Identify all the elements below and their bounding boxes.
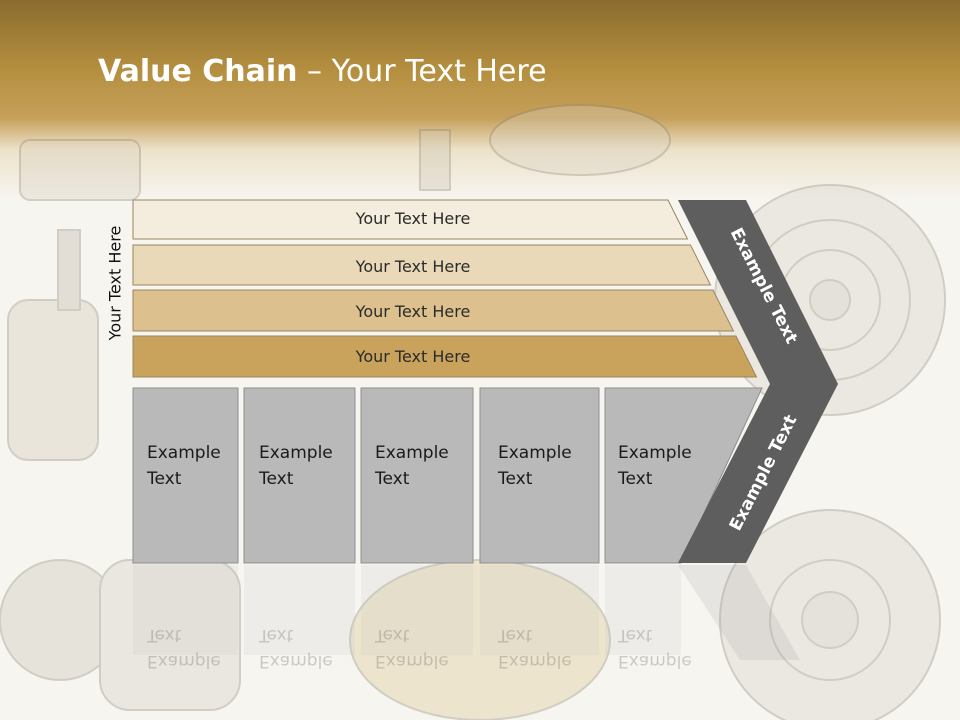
column-5-line2: Text bbox=[618, 469, 653, 489]
column-1-line1: Example bbox=[147, 443, 221, 463]
column-box-3 bbox=[360, 387, 474, 564]
column-3-reflection-line1: Example bbox=[375, 651, 449, 671]
title-rest: – Your Text Here bbox=[297, 54, 547, 89]
column-3-reflection: Example Text bbox=[375, 622, 475, 674]
row-label-4: Your Text Here bbox=[355, 347, 471, 366]
column-4-reflection: Example Text bbox=[498, 622, 598, 674]
title-bold: Value Chain bbox=[98, 54, 298, 89]
column-3-line2: Text bbox=[375, 469, 410, 489]
column-1-line2: Text bbox=[147, 469, 182, 489]
column-4-line1: Example bbox=[498, 443, 572, 463]
column-1-reflection-line2: Text bbox=[147, 625, 182, 645]
row-label-2: Your Text Here bbox=[355, 257, 471, 276]
column-2-reflection-line2: Text bbox=[259, 625, 294, 645]
column-3-reflection-line2: Text bbox=[375, 625, 410, 645]
column-box-4 bbox=[479, 387, 600, 564]
column-3-line1: Example bbox=[375, 443, 449, 463]
column-5-reflection-line2: Text bbox=[618, 625, 653, 645]
column-box-reflection-1 bbox=[133, 565, 238, 655]
column-box-reflection-3 bbox=[361, 565, 473, 655]
header-band bbox=[0, 0, 960, 200]
column-5-reflection-line1: Example bbox=[618, 651, 692, 671]
column-1-reflection-line1: Example bbox=[147, 651, 221, 671]
row-bar-3 bbox=[132, 289, 735, 332]
column-box-reflection-4 bbox=[480, 565, 599, 655]
column-2-reflection-line1: Example bbox=[259, 651, 333, 671]
row-bar-4 bbox=[132, 335, 758, 378]
column-5-line1: Example bbox=[618, 443, 692, 463]
column-2-line1: Example bbox=[259, 443, 333, 463]
page-title: Value Chain – Your Text Here bbox=[98, 54, 547, 89]
column-2-reflection: Example Text bbox=[259, 622, 359, 674]
chevron-upper-segment bbox=[678, 200, 838, 384]
row-label-3: Your Text Here bbox=[355, 302, 471, 321]
column-1-reflection: Example Text bbox=[147, 622, 247, 674]
row-label-1: Your Text Here bbox=[355, 209, 471, 228]
column-4-reflection-line2: Text bbox=[498, 625, 533, 645]
row-bar-1 bbox=[132, 199, 689, 240]
column-2-line2: Text bbox=[259, 469, 294, 489]
column-box-reflection-2 bbox=[244, 565, 355, 655]
column-box-2 bbox=[243, 387, 356, 564]
column-4-line2: Text bbox=[498, 469, 533, 489]
column-box-1 bbox=[132, 387, 239, 564]
chevron-lower-segment bbox=[678, 384, 838, 563]
row-bar-2 bbox=[132, 244, 712, 286]
column-5-reflection: Example Text bbox=[618, 622, 718, 674]
column-4-reflection-line1: Example bbox=[498, 651, 572, 671]
chevron-reflection bbox=[678, 565, 800, 660]
column-box-reflection-5 bbox=[605, 565, 681, 655]
